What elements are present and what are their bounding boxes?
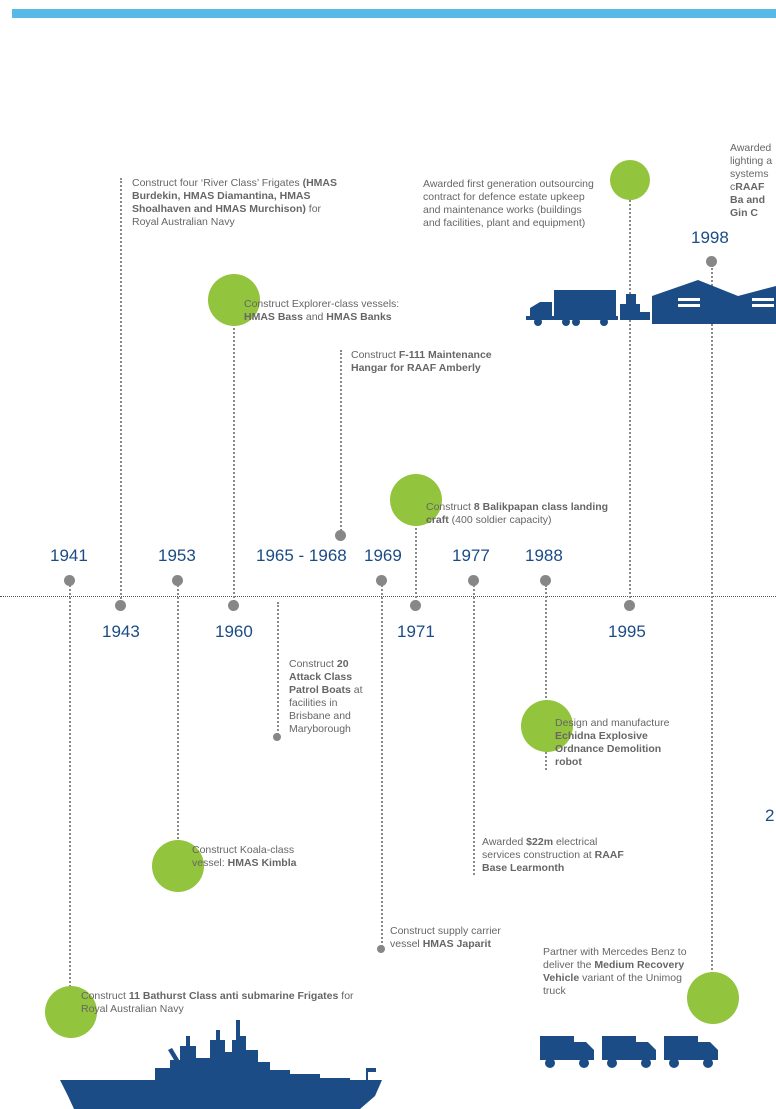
dot-1998: [706, 256, 717, 267]
year-1988: 1988: [525, 546, 563, 565]
year-1941: 1941: [50, 546, 88, 565]
truck-warehouse-silhouette-icon: [526, 280, 776, 326]
event-marker-1988: [521, 700, 573, 752]
connector-1969: [381, 585, 383, 951]
dot-1953: [172, 575, 183, 586]
event-1943-text: Construct four ‘River Class’ Frigates (H…: [132, 177, 337, 228]
dot-1977: [468, 575, 479, 586]
event-marker-1953: [152, 840, 204, 892]
connector-1995: [629, 180, 631, 606]
event-1995-text: Awarded first generation outsourcing con…: [423, 178, 594, 229]
connector-1941: [69, 585, 71, 1015]
dot-1965: [335, 530, 346, 541]
year-1971: 1971: [397, 622, 435, 641]
event-1960-text: Construct Explorer-class vessels: HMAS B…: [244, 298, 400, 323]
event-1965b-text: Construct 20 Attack Class Patrol Boats a…: [289, 658, 363, 735]
dot-1971: [410, 600, 421, 611]
event-1941-text: Construct 11 Bathurst Class anti submari…: [81, 990, 354, 1015]
connector-1953: [177, 585, 179, 867]
year-1965-1968: 1965 - 1968: [256, 546, 347, 565]
dot-1943: [115, 600, 126, 611]
warship-silhouette-icon: [60, 1020, 382, 1109]
event-marker-1941: [45, 986, 97, 1038]
connector-1971: [415, 500, 417, 606]
year-1977: 1977: [452, 546, 490, 565]
dot-1941: [64, 575, 75, 586]
timeline-axis: [0, 596, 776, 597]
connector-1988: [545, 585, 547, 770]
year-1960: 1960: [215, 622, 253, 641]
dot-1969: [376, 575, 387, 586]
year-1943: 1943: [102, 622, 140, 641]
event-1971-text: Construct 8 Balikpapan class landing cra…: [426, 501, 609, 526]
dot-1988: [540, 575, 551, 586]
connector-1965b: [277, 602, 279, 738]
year-1953: 1953: [158, 546, 196, 565]
connector-1998: [711, 265, 713, 997]
connector-1965a: [340, 350, 342, 535]
connector-1977: [473, 585, 475, 875]
event-1953-text: Construct Koala-class vessel: HMAS Kimbl…: [192, 844, 297, 869]
dot-1960: [228, 600, 239, 611]
event-1998-text: Awarded lighting a systems cRAAF Ba and …: [730, 142, 773, 219]
event-marker-mercedes: [687, 972, 739, 1024]
event-mercedes-text: Partner with Mercedes Benz to deliver th…: [543, 946, 687, 997]
accent-bar: [12, 9, 776, 18]
event-marker-1960: [208, 274, 260, 326]
event-1988-text: Design and manufacture Echidna Explosive…: [555, 717, 670, 768]
year-1995: 1995: [608, 622, 646, 641]
year-partial: 2: [765, 806, 775, 825]
year-1969: 1969: [364, 546, 402, 565]
unimog-trucks-silhouette-icon: [540, 1036, 718, 1068]
year-1998: 1998: [691, 228, 729, 247]
event-1965a-text: Construct F-111 Maintenance Hangar for R…: [351, 349, 492, 374]
connector-1960: [233, 300, 235, 606]
event-marker-1971: [390, 474, 442, 526]
event-1977-text: Awarded $22m electrical services constru…: [482, 836, 624, 874]
dot-end-1969: [377, 945, 385, 953]
event-1969-text: Construct supply carrier vessel HMAS Jap…: [390, 925, 501, 950]
connector-1943: [120, 178, 122, 606]
dot-1995: [624, 600, 635, 611]
dot-end-1965: [273, 733, 281, 741]
event-marker-1995: [610, 160, 650, 200]
